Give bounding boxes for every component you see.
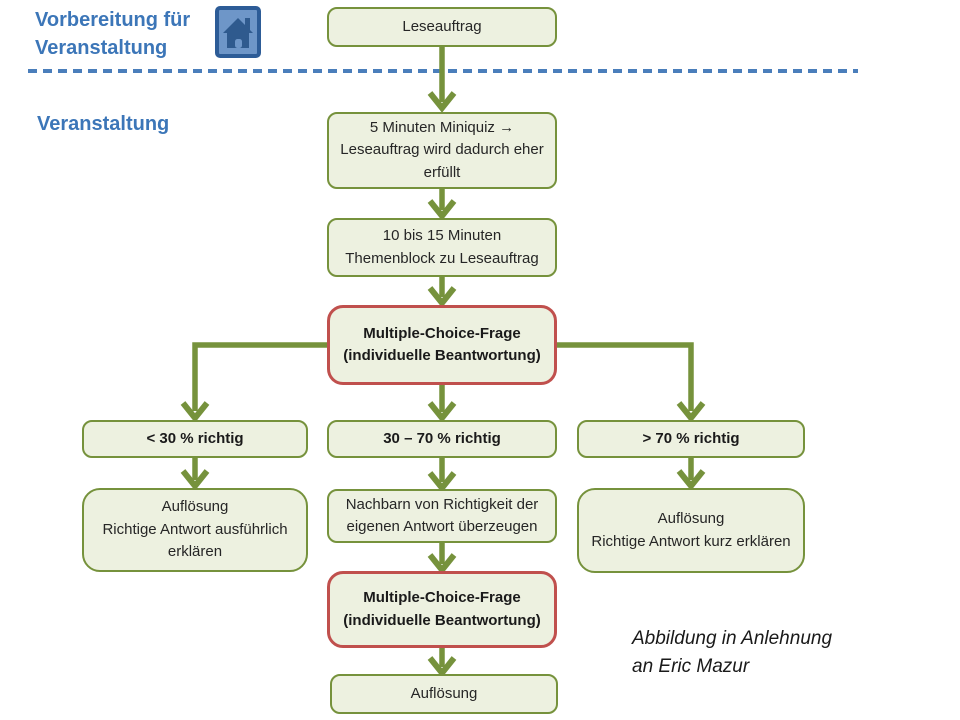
node-multiple-choice-1: Multiple-Choice-Frage (individuelle Bean… [327,305,557,385]
node-aufloesung-ausfuehrlich: Auflösung Richtige Antwort ausführlich e… [82,488,308,572]
node-multiple-choice-2: Multiple-Choice-Frage (individuelle Bean… [327,571,557,648]
node-themenblock: 10 bis 15 Minuten Themenblock zu Leseauf… [327,218,557,277]
home-icon [215,6,261,62]
node-miniquiz: 5 Minuten Miniquiz → Leseauftrag wird da… [327,112,557,189]
node-branch-under-30: < 30 % richtig [82,420,308,458]
node-branch-over-70: > 70 % richtig [577,420,805,458]
node-leseauftrag: Leseauftrag [327,7,557,47]
node-aufloesung-final: Auflösung [330,674,558,714]
preparation-section-title: Vorbereitung für Veranstaltung [35,9,191,59]
node-nachbarn-ueberzeugen: Nachbarn von Richtigkeit der eigenen Ant… [327,489,557,543]
event-section-title: Veranstaltung [37,113,170,135]
home-button[interactable] [215,6,261,58]
node-aufloesung-kurz: Auflösung Richtige Antwort kurz erklären [577,488,805,573]
node-branch-30-70: 30 – 70 % richtig [327,420,557,458]
section-divider [28,69,858,73]
attribution-note: Abbildung in Anlehnung an Eric Mazur [632,628,833,677]
